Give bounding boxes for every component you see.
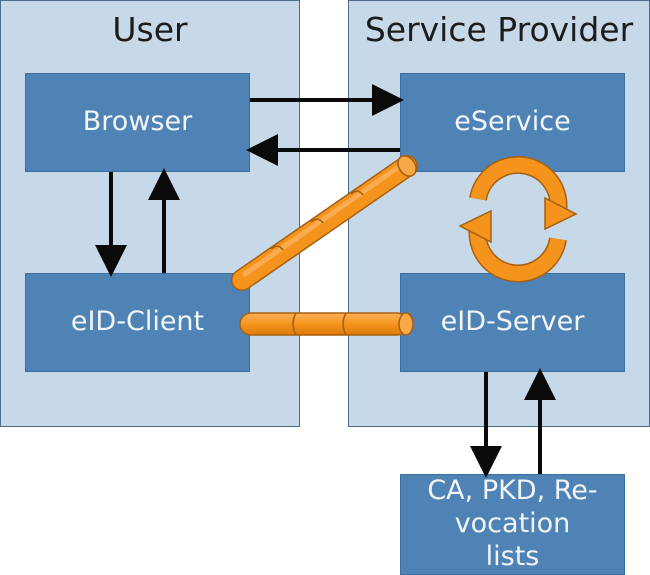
diagonal-secure-channel-tube (231, 155, 418, 291)
eid-client-box: eID-Client (25, 273, 250, 372)
ca-pkd-revocation-lists-box: CA, PKD, Re-vocation lists (400, 474, 625, 575)
eid-server-box: eID-Server (400, 273, 625, 372)
eservice-box: eService (400, 73, 625, 172)
refresh-cycle-icon (458, 155, 578, 283)
user-zone-title: User (112, 10, 188, 49)
browser-box: Browser (25, 73, 250, 172)
service-provider-zone-title: Service Provider (364, 10, 634, 49)
horizontal-secure-channel-tube (239, 312, 414, 336)
